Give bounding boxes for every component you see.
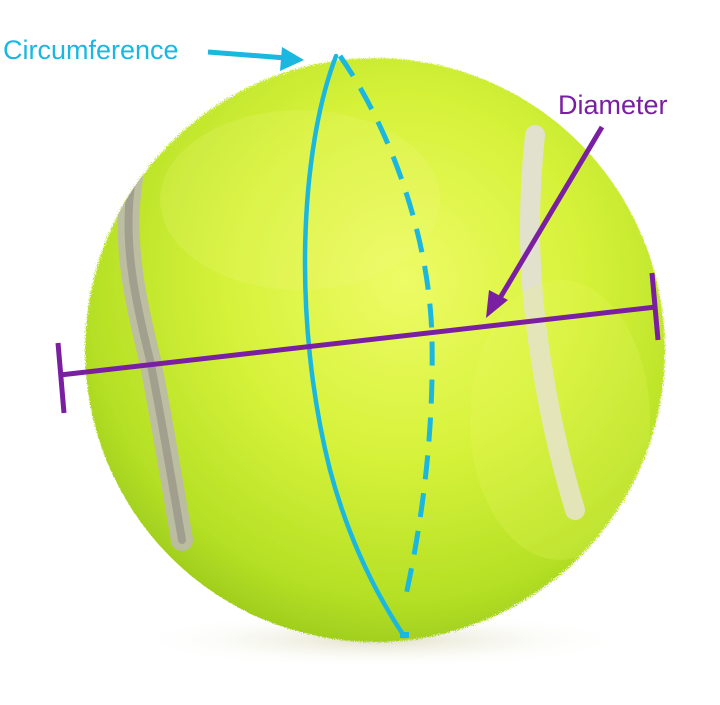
circumference-front-arc xyxy=(302,53,407,639)
diameter-label: Diameter xyxy=(558,90,668,120)
diameter-right-cap xyxy=(649,272,661,341)
circumference-arrow-head xyxy=(280,47,304,71)
diameter-left-cap xyxy=(55,342,67,414)
tennis-ball xyxy=(85,58,665,642)
circumference-arrow-shaft xyxy=(207,49,287,61)
diameter-arrow-shaft xyxy=(497,125,605,300)
diameter-line xyxy=(59,304,657,378)
circumference-back-arc xyxy=(337,54,435,601)
right-seam xyxy=(520,125,585,520)
diameter-arrow-head xyxy=(486,290,508,318)
circumference-endpoint xyxy=(400,632,409,638)
circumference-label: Circumference xyxy=(3,35,179,65)
